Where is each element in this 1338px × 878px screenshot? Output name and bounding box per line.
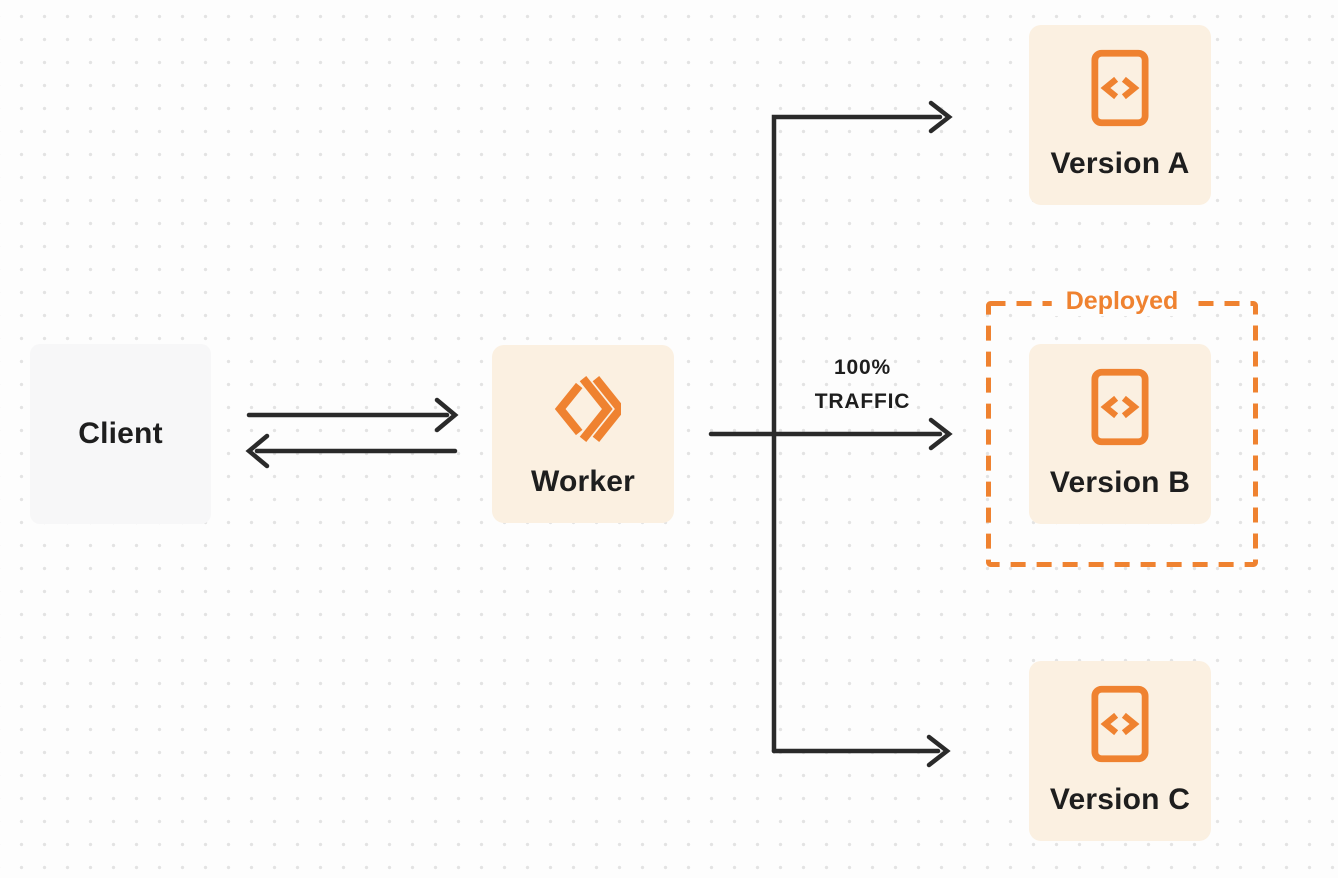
worker-label: Worker [530,465,636,498]
arrow-client-to-worker-head [434,397,459,433]
version-b-label: Version B [1049,466,1191,499]
client-node: Client [30,344,211,524]
version-a-node: Version A [1029,25,1211,205]
cloudflare-workers-icon [554,375,621,443]
arrow-trunk-to-version-a [771,114,943,754]
arrow-worker-to-client-head [245,433,270,469]
traffic-percentage: 100% [834,356,891,379]
deployed-region: Deployed [986,286,1258,567]
version-b-node: Version B [1029,344,1211,524]
worker-node: Worker [492,345,674,523]
arrow-version-b-head [928,417,953,451]
traffic-label: 100% TRAFFIC [790,351,935,419]
version-c-node: Version C [1029,661,1211,841]
code-file-icon [1091,49,1149,127]
code-file-icon [1091,685,1149,763]
version-c-label: Version C [1049,783,1191,816]
arrow-version-c-head [926,734,951,768]
version-a-label: Version A [1050,147,1190,180]
code-file-icon [1091,368,1149,446]
traffic-word: TRAFFIC [814,390,911,413]
deployed-label: Deployed [1051,286,1193,316]
arrow-version-a-head [928,100,953,134]
client-label: Client [78,417,163,450]
